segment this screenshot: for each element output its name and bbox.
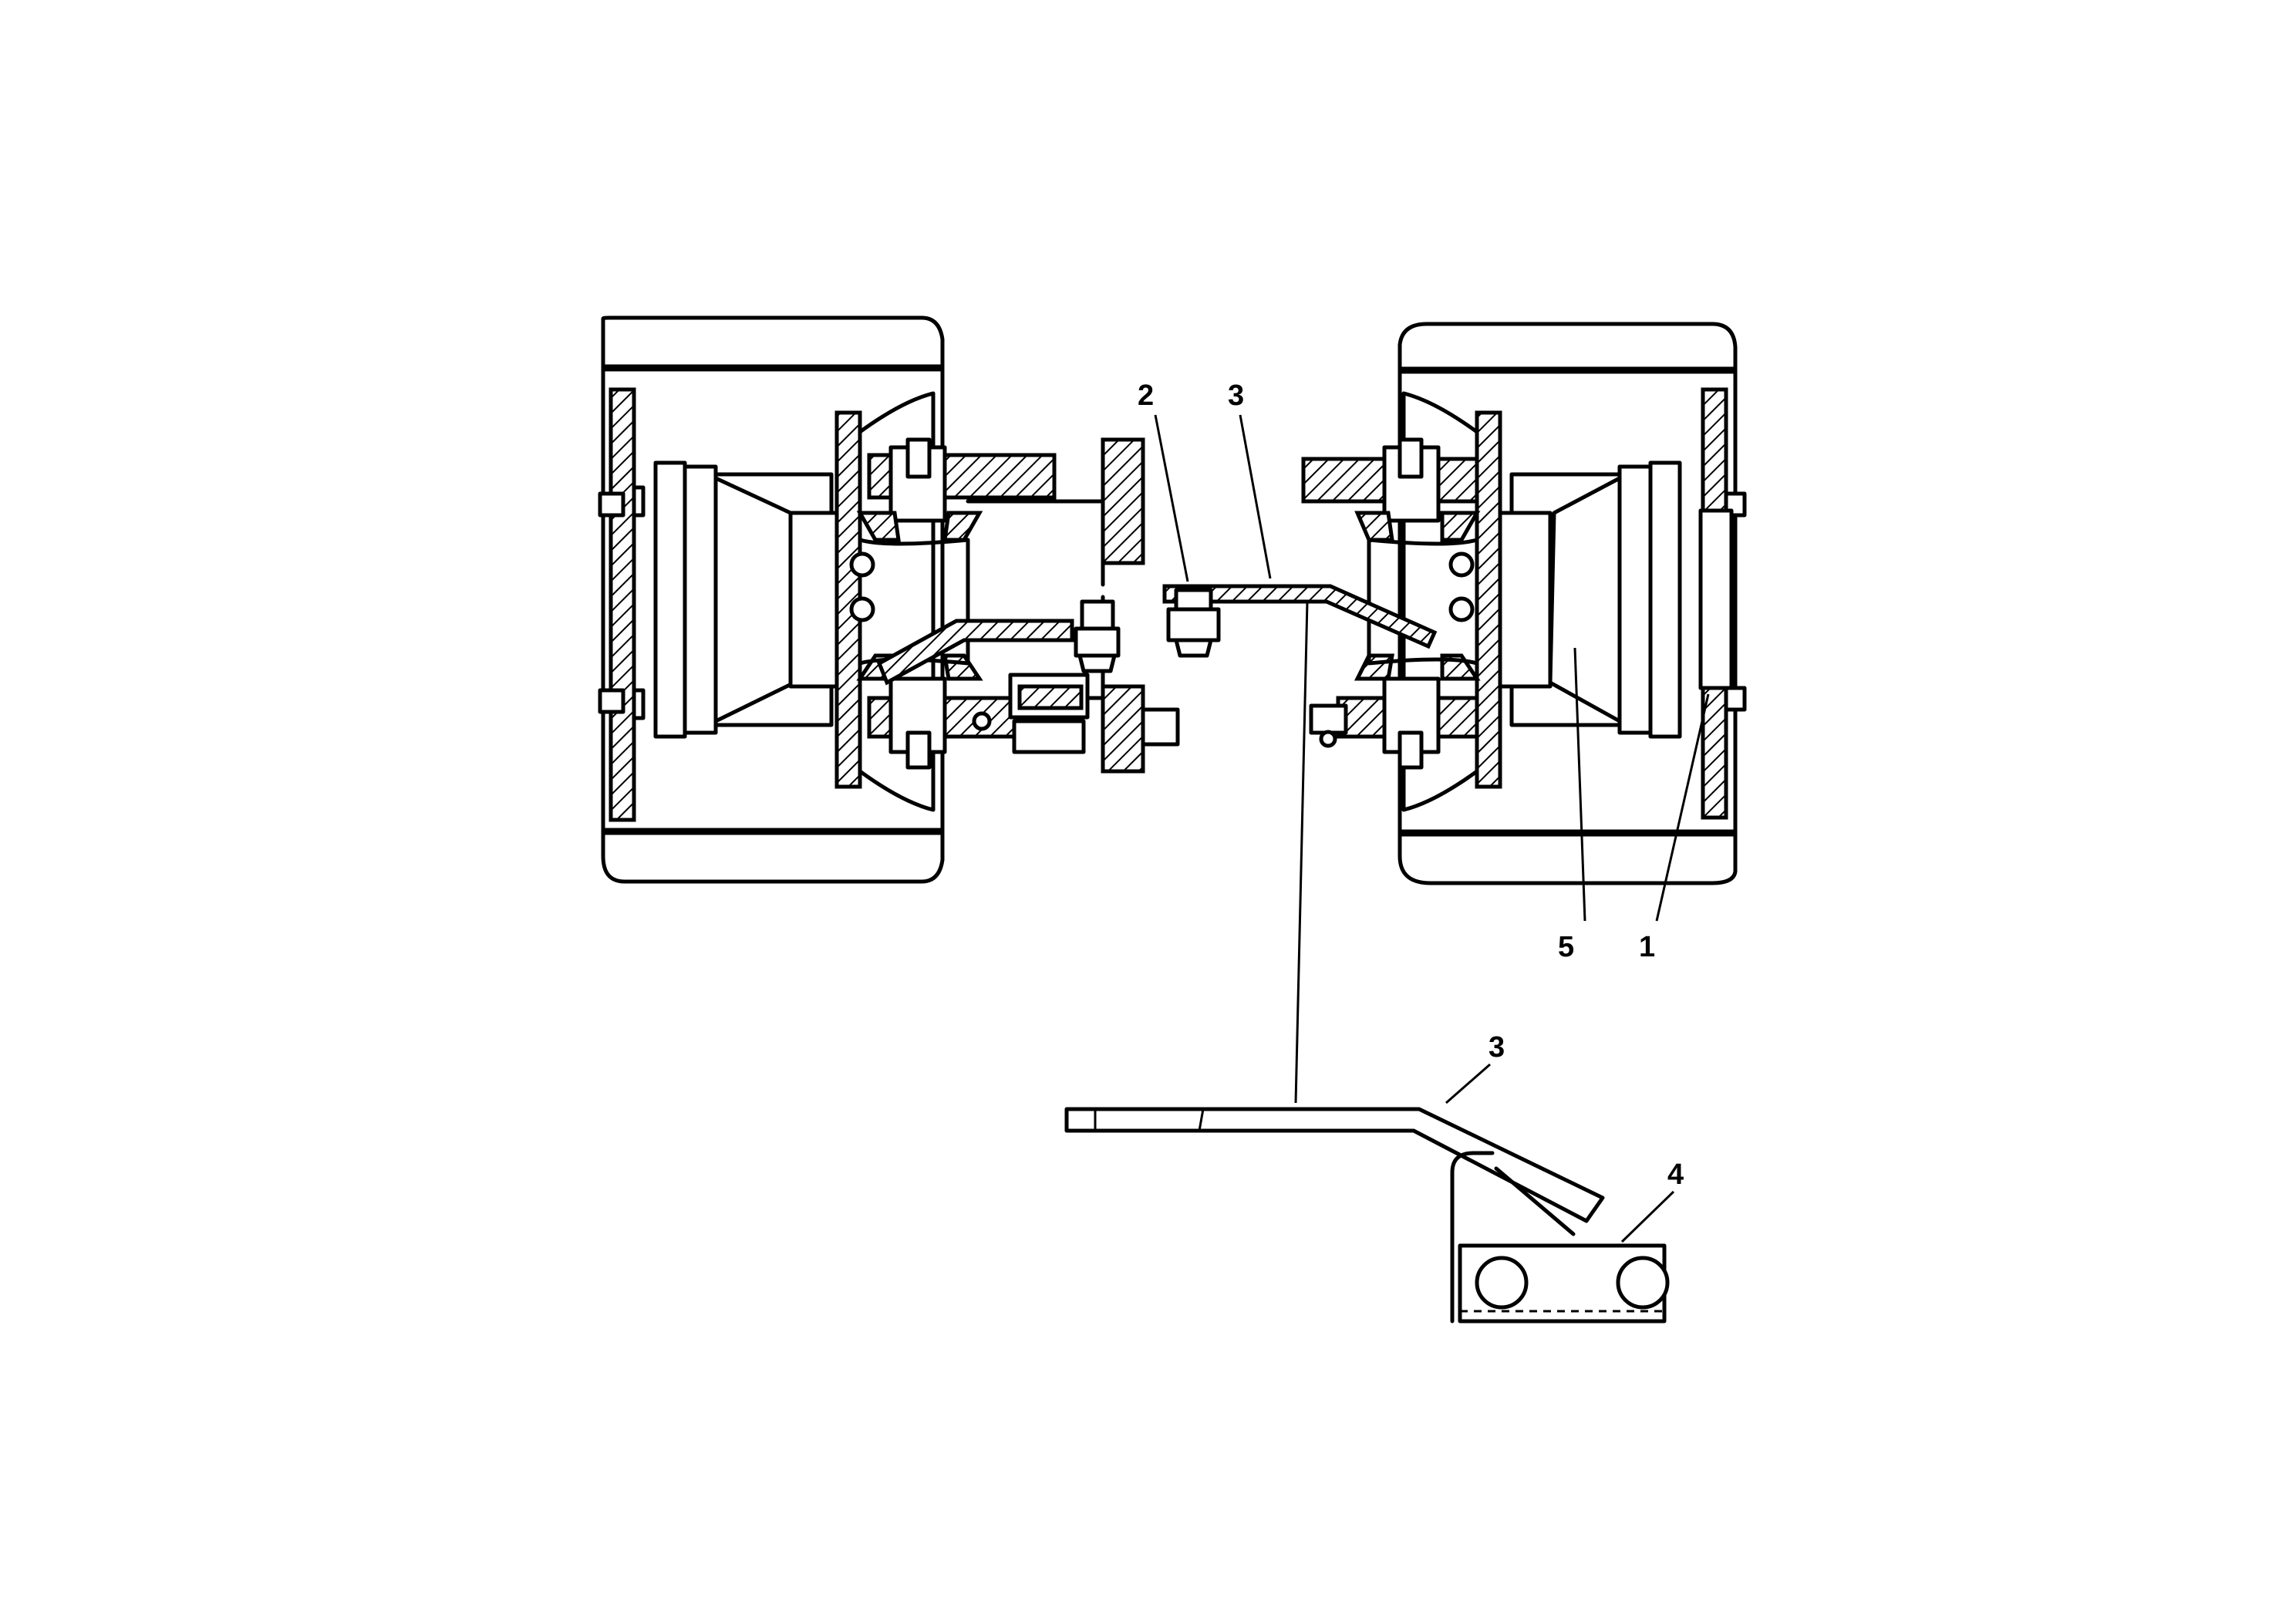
callouts: 2 3 5 1 3 4 — [1138, 379, 1710, 1243]
right-wheel-assembly — [1301, 322, 1747, 885]
callout-2: 2 — [1138, 379, 1154, 412]
callout-3-upper: 3 — [1228, 379, 1244, 412]
left-wheel-assembly — [598, 315, 1180, 884]
callout-4: 4 — [1667, 1158, 1684, 1191]
callout-5: 5 — [1558, 931, 1574, 963]
callout-1: 1 — [1639, 931, 1655, 963]
center-link-upper — [1162, 584, 1438, 1104]
detail-view — [1064, 1107, 1670, 1324]
callout-3-lower: 3 — [1489, 1031, 1505, 1064]
